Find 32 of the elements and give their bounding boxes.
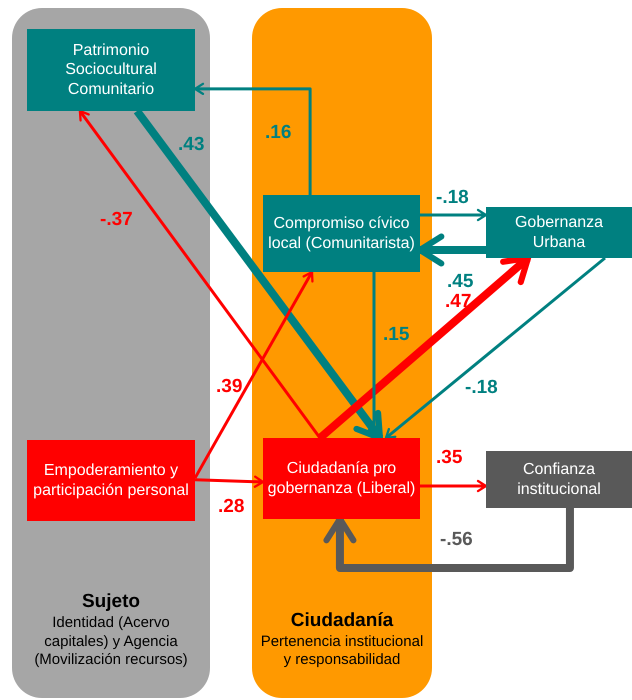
group-title: Sujeto — [82, 590, 140, 614]
edge-label: .45 — [447, 272, 474, 291]
edge-label: -.18 — [436, 188, 469, 207]
arrow — [420, 208, 488, 222]
arrow — [194, 82, 312, 195]
edge-label: .15 — [383, 325, 410, 344]
edge-label: -.37 — [100, 210, 133, 229]
group-description: Identidad (Acervo capitales) y Agencia (Movilización recursos) — [33, 614, 189, 670]
group-title: Ciudadanía — [290, 610, 394, 632]
concept-box: Compromiso cívico local (Comunitarista) — [263, 195, 420, 272]
concept-box: Gobernanza Urbana — [486, 207, 632, 258]
arrow — [420, 480, 488, 492]
arrow — [194, 270, 314, 479]
concept-box: Patrimonio Sociocultural Comunitario — [27, 29, 195, 111]
edge-label: -.18 — [465, 378, 498, 397]
group-band — [252, 8, 432, 698]
concept-box: Empoderamiento y participación personal — [27, 440, 195, 521]
arrow — [384, 256, 606, 440]
group-description: Pertenencia institucional y responsabilidad — [260, 632, 424, 670]
edge-label: .47 — [445, 292, 472, 311]
arrow — [78, 110, 322, 439]
edge-label: -.56 — [440, 530, 473, 549]
edge-label: .16 — [265, 123, 292, 142]
concept-box: Confianza institucional — [486, 451, 632, 508]
edge-label: .35 — [436, 448, 462, 467]
concept-box: Ciudadanía pro gobernanza (Liberal) — [263, 438, 420, 519]
edge-label: .28 — [218, 497, 244, 516]
arrow — [323, 508, 574, 572]
group-band — [12, 8, 210, 698]
edge-label: .43 — [178, 135, 204, 154]
arrow — [194, 476, 264, 488]
edge-label: .39 — [216, 377, 242, 396]
